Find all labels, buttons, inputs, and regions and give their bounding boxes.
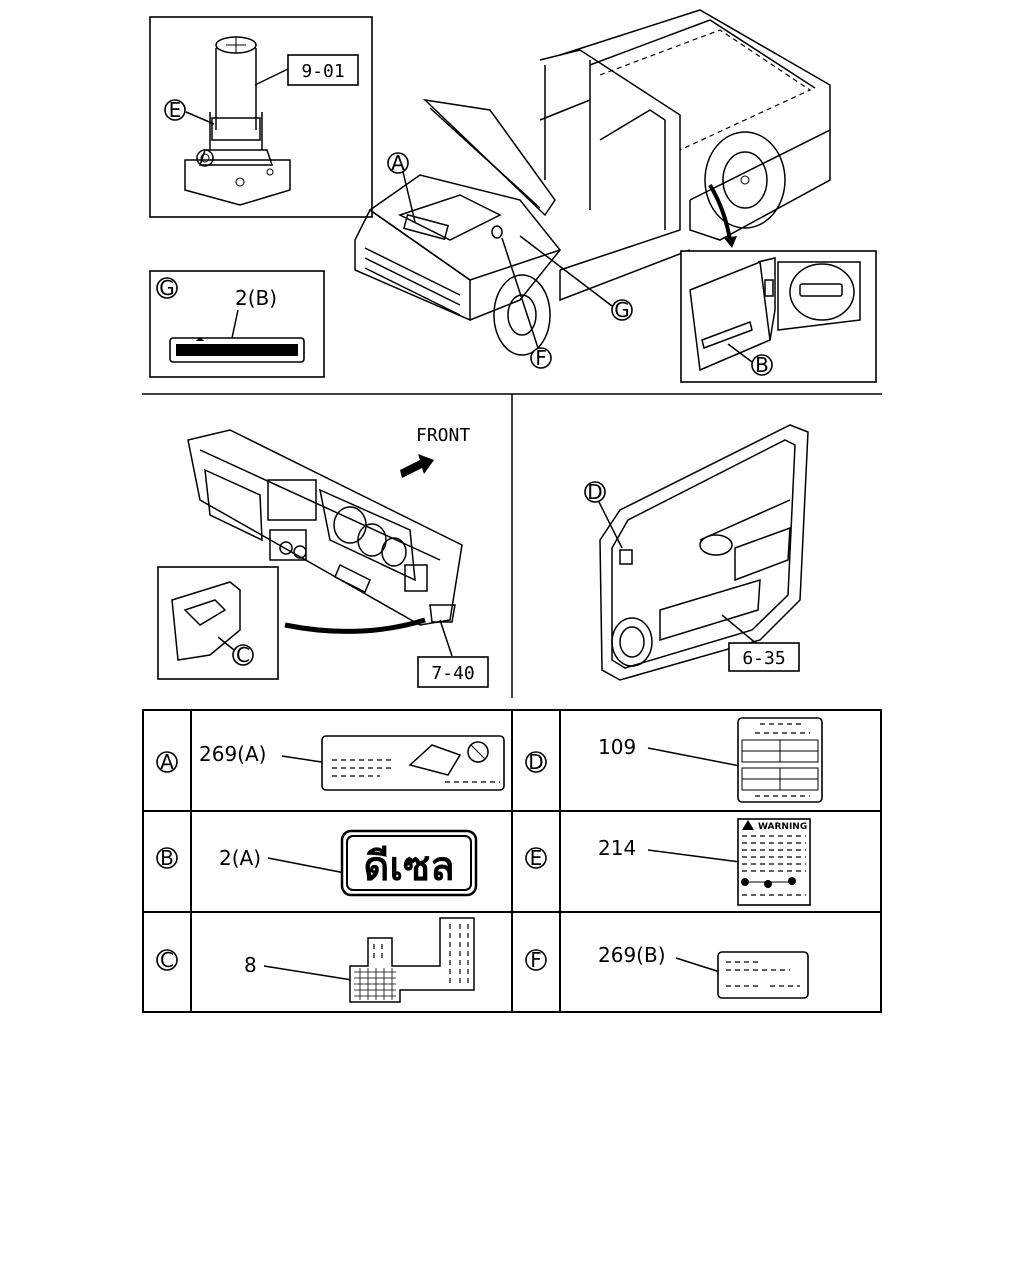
callout-b: B xyxy=(755,353,769,377)
jack-ref-label: 9-01 xyxy=(301,61,344,82)
dash-ref-label: 7-40 xyxy=(431,663,474,684)
warning-text: WARNING xyxy=(758,822,807,832)
callout-f: F xyxy=(535,346,547,370)
table-row: A 269(A) xyxy=(156,735,505,791)
g-inset: G 2(B) xyxy=(149,270,325,378)
callout-a: A xyxy=(391,151,405,175)
row-a-part: 269(A) xyxy=(199,742,266,766)
table-row: E 214 WARNING xyxy=(525,818,811,906)
row-f-part: 269(B) xyxy=(598,943,666,967)
dashboard-drawing: FRONT C 7-40 xyxy=(157,425,489,688)
jack-inset: 9-01 E xyxy=(149,16,373,218)
g-inset-part: 2(B) xyxy=(235,286,277,310)
front-label: FRONT xyxy=(416,425,470,446)
row-c-part: 8 xyxy=(244,953,257,977)
table-row: B 2(A) ดีเซล xyxy=(156,829,478,897)
label-parts-table: A 269(A) D 109 B xyxy=(142,709,882,1013)
row-b-letter: B xyxy=(160,846,174,870)
callout-c: C xyxy=(236,643,250,667)
pickup-truck-drawing: A F G xyxy=(354,9,831,370)
door-ref-label: 6-35 xyxy=(742,648,785,669)
row-c-letter: C xyxy=(160,948,174,972)
row-e-part: 214 xyxy=(598,836,636,860)
door-panel-drawing: D 6-35 xyxy=(584,424,809,681)
g-inset-letter: G xyxy=(159,276,175,300)
fuel-door-inset: B xyxy=(680,250,877,383)
row-a-letter: A xyxy=(160,750,174,774)
table-row: C 8 xyxy=(156,917,475,1003)
jack-icon xyxy=(184,36,291,206)
callout-g: G xyxy=(614,298,630,322)
row-e-letter: E xyxy=(530,846,543,870)
row-f-letter: F xyxy=(530,948,542,972)
row-d-part: 109 xyxy=(598,735,636,759)
callout-d: D xyxy=(587,480,602,504)
diesel-sign-text: ดีเซล xyxy=(363,844,454,890)
row-b-part: 2(A) xyxy=(219,846,261,870)
table-row: F 269(B) xyxy=(525,943,809,999)
table-row: D 109 xyxy=(525,717,823,803)
callout-e: E xyxy=(169,98,182,122)
row-d-letter: D xyxy=(528,750,543,774)
